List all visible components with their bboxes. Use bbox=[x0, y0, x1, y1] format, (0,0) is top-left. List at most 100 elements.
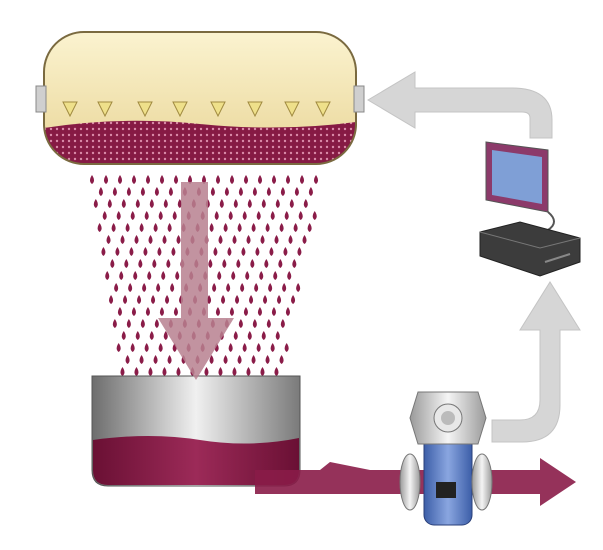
drop bbox=[243, 307, 248, 316]
drop bbox=[126, 319, 131, 328]
drop bbox=[112, 187, 117, 196]
drop bbox=[102, 211, 107, 220]
drop bbox=[208, 259, 213, 268]
tank-liquid bbox=[44, 120, 356, 164]
drop bbox=[143, 247, 148, 256]
drop bbox=[109, 295, 114, 304]
drop bbox=[273, 271, 278, 280]
drop bbox=[133, 271, 138, 280]
nozzle-icon bbox=[172, 101, 188, 118]
drop bbox=[212, 283, 217, 292]
drop bbox=[174, 175, 178, 184]
drop bbox=[161, 271, 166, 280]
drop bbox=[120, 367, 125, 376]
drop bbox=[284, 211, 289, 220]
drop bbox=[144, 343, 149, 352]
drop bbox=[231, 271, 236, 280]
basin-liquid bbox=[93, 436, 299, 485]
drop bbox=[104, 175, 108, 184]
drop bbox=[157, 247, 162, 256]
drop bbox=[173, 307, 178, 316]
drop bbox=[238, 187, 243, 196]
drop bbox=[260, 235, 265, 244]
drop bbox=[123, 295, 128, 304]
tank-end-cap-left bbox=[35, 85, 47, 113]
drop bbox=[126, 187, 131, 196]
drop bbox=[146, 175, 150, 184]
drop bbox=[244, 175, 248, 184]
drop bbox=[261, 331, 266, 340]
flange-left bbox=[399, 453, 421, 511]
nozzle-icon bbox=[137, 101, 153, 118]
drop bbox=[258, 175, 262, 184]
drop bbox=[232, 367, 237, 376]
control-return-arrow bbox=[367, 71, 553, 139]
drop bbox=[210, 187, 215, 196]
drop bbox=[264, 259, 269, 268]
drop bbox=[219, 199, 224, 208]
drop bbox=[274, 367, 279, 376]
drop bbox=[142, 283, 147, 292]
drop bbox=[153, 355, 158, 364]
drop bbox=[288, 235, 293, 244]
drop bbox=[275, 199, 280, 208]
drop bbox=[230, 175, 234, 184]
drop bbox=[292, 259, 297, 268]
drop bbox=[314, 175, 318, 184]
nozzle-icon bbox=[247, 101, 263, 118]
drop bbox=[223, 355, 228, 364]
drop bbox=[209, 355, 214, 364]
drop bbox=[139, 223, 144, 232]
computer-base bbox=[479, 221, 581, 277]
drop bbox=[148, 235, 153, 244]
drop bbox=[147, 271, 152, 280]
nozzle-icon bbox=[210, 101, 226, 118]
drop bbox=[111, 223, 116, 232]
drop bbox=[297, 247, 302, 256]
drop bbox=[218, 235, 223, 244]
drop bbox=[165, 295, 170, 304]
drop bbox=[177, 199, 182, 208]
drop bbox=[298, 211, 303, 220]
drop bbox=[149, 199, 154, 208]
drop bbox=[270, 211, 275, 220]
drop bbox=[252, 319, 257, 328]
drop bbox=[176, 235, 181, 244]
drop bbox=[251, 355, 256, 364]
drop bbox=[285, 307, 290, 316]
drop bbox=[149, 331, 154, 340]
drop bbox=[118, 175, 122, 184]
drop bbox=[159, 307, 164, 316]
drop bbox=[221, 295, 226, 304]
drop bbox=[259, 271, 264, 280]
drop bbox=[214, 211, 219, 220]
drop bbox=[232, 235, 237, 244]
drop bbox=[158, 211, 163, 220]
drop bbox=[284, 343, 289, 352]
drop bbox=[130, 211, 135, 220]
drop bbox=[207, 295, 212, 304]
drop bbox=[163, 199, 168, 208]
drop bbox=[229, 307, 234, 316]
drop bbox=[105, 271, 110, 280]
drop bbox=[116, 211, 121, 220]
drop bbox=[131, 307, 136, 316]
drop bbox=[163, 331, 168, 340]
drop bbox=[152, 259, 157, 268]
drop bbox=[166, 259, 171, 268]
drop bbox=[188, 175, 192, 184]
drop bbox=[257, 307, 262, 316]
drop bbox=[227, 247, 232, 256]
drop bbox=[242, 211, 247, 220]
drop bbox=[280, 187, 285, 196]
meter-display bbox=[436, 482, 456, 498]
drop bbox=[154, 319, 159, 328]
drop bbox=[269, 247, 274, 256]
drop bbox=[265, 223, 270, 232]
drop bbox=[215, 307, 220, 316]
drop bbox=[302, 235, 307, 244]
drop bbox=[254, 283, 259, 292]
drop bbox=[283, 247, 288, 256]
flowmeter bbox=[399, 391, 493, 526]
drop bbox=[137, 295, 142, 304]
